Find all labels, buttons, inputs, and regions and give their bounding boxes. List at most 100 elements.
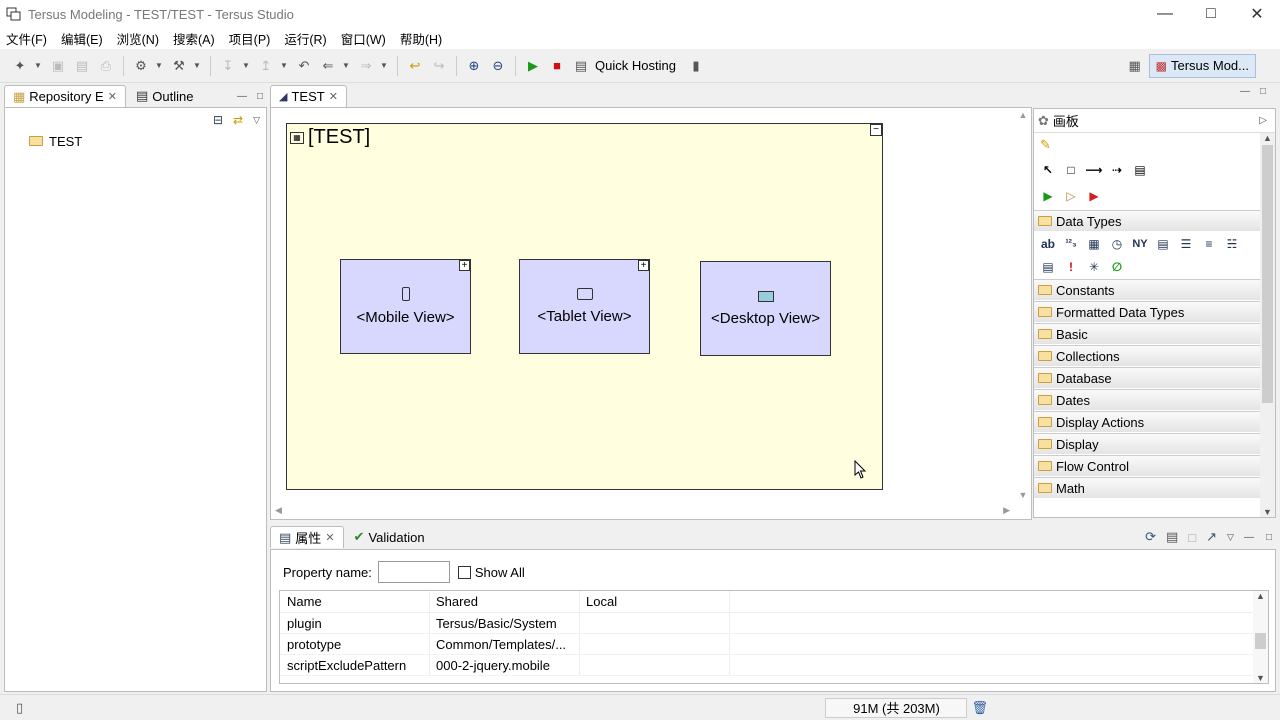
palette-category-constants[interactable]: Constants <box>1034 279 1260 300</box>
forward-dropdown-icon[interactable]: ▼ <box>380 61 388 70</box>
horizontal-scrollbar[interactable]: ◀▶ <box>275 505 1010 515</box>
redo-icon[interactable]: ↪ <box>433 57 445 73</box>
tablet-view-element[interactable]: + <Tablet View> <box>519 259 650 354</box>
mobile-preview-icon[interactable]: ▮ <box>692 57 700 73</box>
trigger-icon[interactable]: ▶ <box>1043 189 1053 203</box>
save-icon[interactable]: ▣ <box>51 57 65 73</box>
hierarchy-type-icon[interactable]: ☵ <box>1226 236 1238 251</box>
clock-type-icon[interactable]: ◷ <box>1111 236 1123 251</box>
table-type-icon[interactable]: ▦ <box>1088 236 1100 251</box>
maximize-icon[interactable]: □ <box>256 90 263 102</box>
next-annotation-dropdown-icon[interactable]: ▼ <box>242 61 250 70</box>
minimize-icon[interactable]: — <box>1243 531 1254 543</box>
model-canvas[interactable]: ▦ [TEST] − + <Mobile View> + <Tablet Vie… <box>286 123 883 490</box>
exit-icon[interactable]: ▷ <box>1066 189 1076 203</box>
show-advanced-icon[interactable]: □ <box>1188 529 1197 545</box>
palette-collapse-icon[interactable]: ▷ <box>1259 115 1267 126</box>
brush-icon[interactable]: ✎ <box>1040 137 1051 152</box>
palette-scrollbar[interactable]: ▲ ▼ <box>1260 133 1275 517</box>
flow-arrow-icon[interactable]: ⟶ <box>1085 163 1103 177</box>
view-menu-icon[interactable]: ▽ <box>1227 531 1234 542</box>
undo-icon[interactable]: ↩ <box>409 57 421 73</box>
show-categories-icon[interactable]: ▤ <box>1165 529 1179 544</box>
select-tool-icon[interactable]: ↖ <box>1042 163 1054 177</box>
note-icon[interactable]: ▤ <box>1134 163 1146 177</box>
asterisk-type-icon[interactable]: ✳ <box>1088 259 1100 274</box>
number-type-icon[interactable]: ¹²₃ <box>1065 238 1077 249</box>
menu-project[interactable]: 项目(P) <box>228 33 271 47</box>
prev-annotation-dropdown-icon[interactable]: ▼ <box>280 61 288 70</box>
structure-type-icon[interactable]: ≡ <box>1205 236 1213 251</box>
menu-window[interactable]: 窗口(W) <box>340 33 386 47</box>
minimize-icon[interactable]: — <box>236 90 247 102</box>
properties-scrollbar[interactable]: ▲ ▼ <box>1253 591 1268 683</box>
close-button[interactable]: ✕ <box>1250 6 1264 23</box>
save-all-icon[interactable]: ▤ <box>75 57 89 73</box>
minimize-button[interactable]: — <box>1157 5 1173 22</box>
property-name-input[interactable] <box>377 561 450 583</box>
back-icon[interactable]: ⇐ <box>322 57 334 73</box>
zoom-out-icon[interactable]: ⊖ <box>492 57 504 73</box>
maximize-icon[interactable]: □ <box>1265 531 1272 543</box>
palette-category-collections[interactable]: Collections <box>1034 345 1260 366</box>
marquee-tool-icon[interactable]: □ <box>1067 163 1075 177</box>
forward-icon[interactable]: ⇒ <box>360 57 372 73</box>
refresh-icon[interactable]: ⟳ <box>1145 529 1156 544</box>
palette-category-display[interactable]: Display <box>1034 433 1260 454</box>
perspective-switch[interactable]: ▩ Tersus Mod... <box>1148 53 1256 78</box>
last-edit-icon[interactable]: ↶ <box>298 57 310 73</box>
menu-run[interactable]: 运行(R) <box>284 33 327 47</box>
palette-category-math[interactable]: Math <box>1034 477 1260 498</box>
menu-file[interactable]: 文件(F) <box>6 33 47 47</box>
mobile-view-element[interactable]: + <Mobile View> <box>340 259 471 354</box>
view-menu-icon[interactable]: ▽ <box>253 114 260 125</box>
table-row[interactable]: prototype Common/Templates/... <box>280 634 1268 655</box>
exclamation-type-icon[interactable]: ! <box>1069 259 1073 274</box>
print-icon[interactable]: ⎙ <box>100 57 112 73</box>
palette-category-flow-control[interactable]: Flow Control <box>1034 455 1260 476</box>
palette-category-data-types[interactable]: Data Types <box>1034 210 1260 231</box>
collapse-model-icon[interactable]: − <box>870 124 882 136</box>
property-local-cell[interactable] <box>580 655 730 675</box>
debug-dropdown-icon[interactable]: ▼ <box>155 61 163 70</box>
fast-view-icon[interactable]: ▯ <box>16 699 24 715</box>
tree-item-test[interactable]: TEST <box>5 132 266 150</box>
table-row[interactable]: plugin Tersus/Basic/System <box>280 613 1268 634</box>
prev-annotation-icon[interactable]: ↥ <box>260 57 272 73</box>
vertical-scrollbar[interactable]: ▲▼ <box>1018 110 1028 500</box>
expand-icon[interactable]: + <box>459 260 470 271</box>
link-editor-icon[interactable]: ⇄ <box>233 113 244 127</box>
back-dropdown-icon[interactable]: ▼ <box>342 61 350 70</box>
open-perspective-icon[interactable]: ▦ <box>1128 57 1141 73</box>
table-row[interactable]: scriptExcludePattern 000-2-jquery.mobile <box>280 655 1268 676</box>
close-icon[interactable]: ✕ <box>328 91 338 103</box>
property-local-cell[interactable] <box>580 613 730 633</box>
column-header-shared[interactable]: Shared <box>430 591 580 612</box>
property-local-cell[interactable] <box>580 634 730 654</box>
new-dropdown-icon[interactable]: ▼ <box>34 61 42 70</box>
zoom-in-icon[interactable]: ⊕ <box>468 57 480 73</box>
boolean-type-icon[interactable]: NY <box>1132 237 1148 250</box>
tab-repository-explorer[interactable]: ▦ Repository E ✕ <box>4 85 126 107</box>
run-icon[interactable]: ▶ <box>528 57 538 73</box>
minimize-icon[interactable]: — <box>1240 86 1250 97</box>
tab-outline[interactable]: ▤ Outline <box>128 85 202 107</box>
editor-tab-test[interactable]: ◢ TEST ✕ <box>270 85 347 107</box>
close-icon[interactable]: ✕ <box>107 91 117 103</box>
menu-navigate[interactable]: 浏览(N) <box>116 33 159 47</box>
scrollbar-thumb[interactable] <box>1255 633 1266 649</box>
menu-search[interactable]: 搜索(A) <box>173 33 215 47</box>
palette-category-basic[interactable]: Basic <box>1034 323 1260 344</box>
collapse-all-icon[interactable]: ⊟ <box>212 113 224 127</box>
maximize-button[interactable]: □ <box>1206 5 1216 22</box>
garbage-collect-icon[interactable]: 🗑 <box>971 699 988 715</box>
maximize-icon[interactable]: □ <box>1260 86 1267 97</box>
palette-category-display-actions[interactable]: Display Actions <box>1034 411 1260 432</box>
desktop-view-element[interactable]: <Desktop View> <box>700 261 831 356</box>
hosting-icon[interactable]: ▤ <box>574 57 588 73</box>
text-type-icon[interactable]: ab <box>1040 236 1055 251</box>
menu-edit[interactable]: 编辑(E) <box>60 33 103 47</box>
next-annotation-icon[interactable]: ↧ <box>222 57 234 73</box>
quick-hosting-button[interactable]: Quick Hosting <box>595 58 676 73</box>
pin-icon[interactable]: ↗ <box>1206 529 1218 544</box>
